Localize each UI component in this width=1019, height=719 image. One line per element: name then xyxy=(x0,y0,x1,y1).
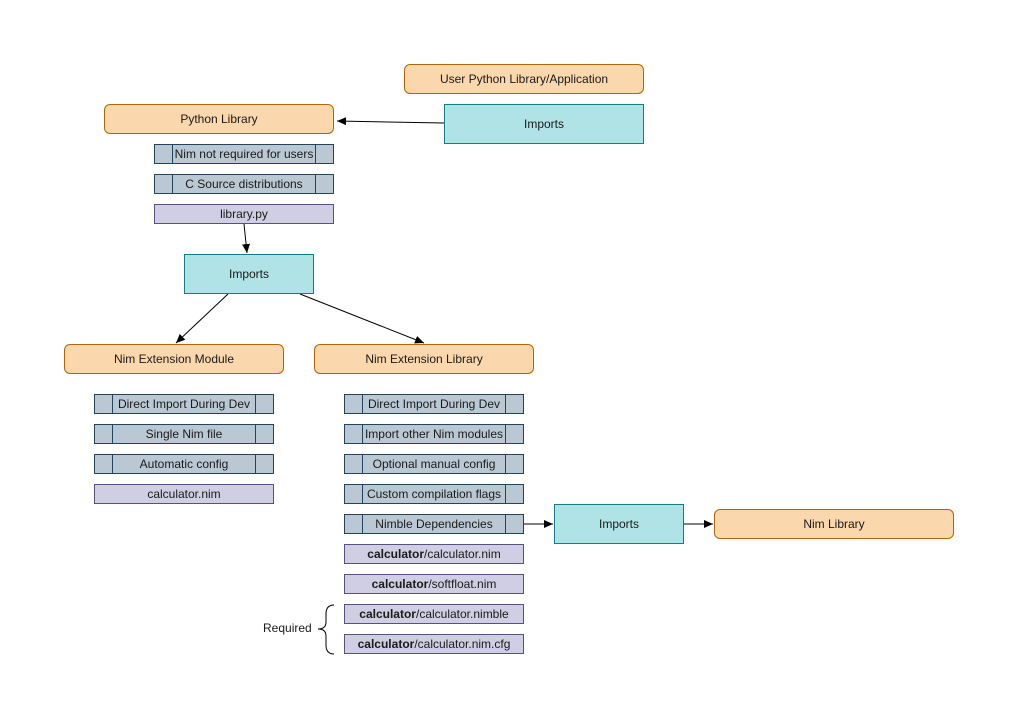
imports-right-node[interactable]: Imports xyxy=(554,504,684,544)
user-app-node[interactable]: User Python Library/Application xyxy=(404,64,644,94)
file-label: calculator/calculator.nim.cfg xyxy=(358,637,511,651)
file-label: calculator/calculator.nimble xyxy=(359,607,508,621)
nim-ext-module-node[interactable]: Nim Extension Module xyxy=(64,344,284,374)
file-path: /softfloat.nim xyxy=(428,577,497,591)
lib-import-other-node[interactable]: Import other Nim modules xyxy=(344,424,524,444)
lib-custom-flags-label: Custom compilation flags xyxy=(366,487,502,501)
mod-file-label: calculator.nim xyxy=(147,487,221,501)
nim-ext-library-label: Nim Extension Library xyxy=(365,352,483,366)
lib-direct-import-label: Direct Import During Dev xyxy=(367,397,501,411)
nim-ext-library-node[interactable]: Nim Extension Library xyxy=(314,344,534,374)
mod-single-file-node[interactable]: Single Nim file xyxy=(94,424,274,444)
file-folder-name: calculator xyxy=(371,577,429,591)
imports-top-node[interactable]: Imports xyxy=(444,104,644,144)
required-label: Required xyxy=(263,621,312,635)
lib-file-calculator-nim[interactable]: calculator/calculator.nim xyxy=(344,544,524,564)
imports-mid-node[interactable]: Imports xyxy=(184,254,314,294)
nim-not-required-node[interactable]: Nim not required for users xyxy=(154,144,334,164)
edge-imports-to-python-library xyxy=(336,117,445,126)
lib-nimble-deps-label: Nimble Dependencies xyxy=(375,517,493,531)
file-label: calculator/calculator.nim xyxy=(367,547,500,561)
nim-library-node[interactable]: Nim Library xyxy=(714,509,954,539)
required-brace xyxy=(317,604,335,655)
mod-file-node[interactable]: calculator.nim xyxy=(94,484,274,504)
c-source-node[interactable]: C Source distributions xyxy=(154,174,334,194)
file-path: /calculator.nimble xyxy=(415,607,509,621)
nim-library-label: Nim Library xyxy=(803,517,865,531)
lib-file-softfloat-nim[interactable]: calculator/softfloat.nim xyxy=(344,574,524,594)
imports-right-label: Imports xyxy=(598,517,639,531)
python-library-node[interactable]: Python Library xyxy=(104,104,334,134)
lib-file-calculator-nimble[interactable]: calculator/calculator.nimble xyxy=(344,604,524,624)
edge-imports-to-ext-library xyxy=(299,293,425,344)
imports-mid-label: Imports xyxy=(228,267,269,281)
nim-ext-module-label: Nim Extension Module xyxy=(113,352,235,366)
mod-direct-import-node[interactable]: Direct Import During Dev xyxy=(94,394,274,414)
lib-optional-config-node[interactable]: Optional manual config xyxy=(344,454,524,474)
file-path: /calculator.nim xyxy=(424,547,501,561)
file-path: /calculator.nim.cfg xyxy=(414,637,511,651)
mod-direct-import-label: Direct Import During Dev xyxy=(117,397,251,411)
c-source-label: C Source distributions xyxy=(185,177,303,191)
imports-top-label: Imports xyxy=(523,117,564,131)
edge-imports-to-ext-module xyxy=(175,293,229,344)
nim-not-required-label: Nim not required for users xyxy=(174,147,314,161)
mod-auto-config-label: Automatic config xyxy=(139,457,229,471)
lib-file-calculator-nim-cfg[interactable]: calculator/calculator.nim.cfg xyxy=(344,634,524,654)
lib-custom-flags-node[interactable]: Custom compilation flags xyxy=(344,484,524,504)
mod-single-file-label: Single Nim file xyxy=(145,427,223,441)
user-app-label: User Python Library/Application xyxy=(439,72,609,86)
lib-nimble-deps-node[interactable]: Nimble Dependencies xyxy=(344,514,524,534)
lib-import-other-label: Import other Nim modules xyxy=(364,427,504,441)
lib-optional-config-label: Optional manual config xyxy=(372,457,496,471)
library-py-label: library.py xyxy=(220,207,268,221)
edge-library-py-to-imports xyxy=(242,223,251,254)
python-library-label: Python Library xyxy=(180,112,258,126)
file-label: calculator/softfloat.nim xyxy=(372,577,497,591)
file-folder-name: calculator xyxy=(359,607,416,621)
file-folder-name: calculator xyxy=(357,637,415,651)
lib-direct-import-node[interactable]: Direct Import During Dev xyxy=(344,394,524,414)
mod-auto-config-node[interactable]: Automatic config xyxy=(94,454,274,474)
library-py-node[interactable]: library.py xyxy=(154,204,334,224)
file-folder-name: calculator xyxy=(367,547,424,561)
